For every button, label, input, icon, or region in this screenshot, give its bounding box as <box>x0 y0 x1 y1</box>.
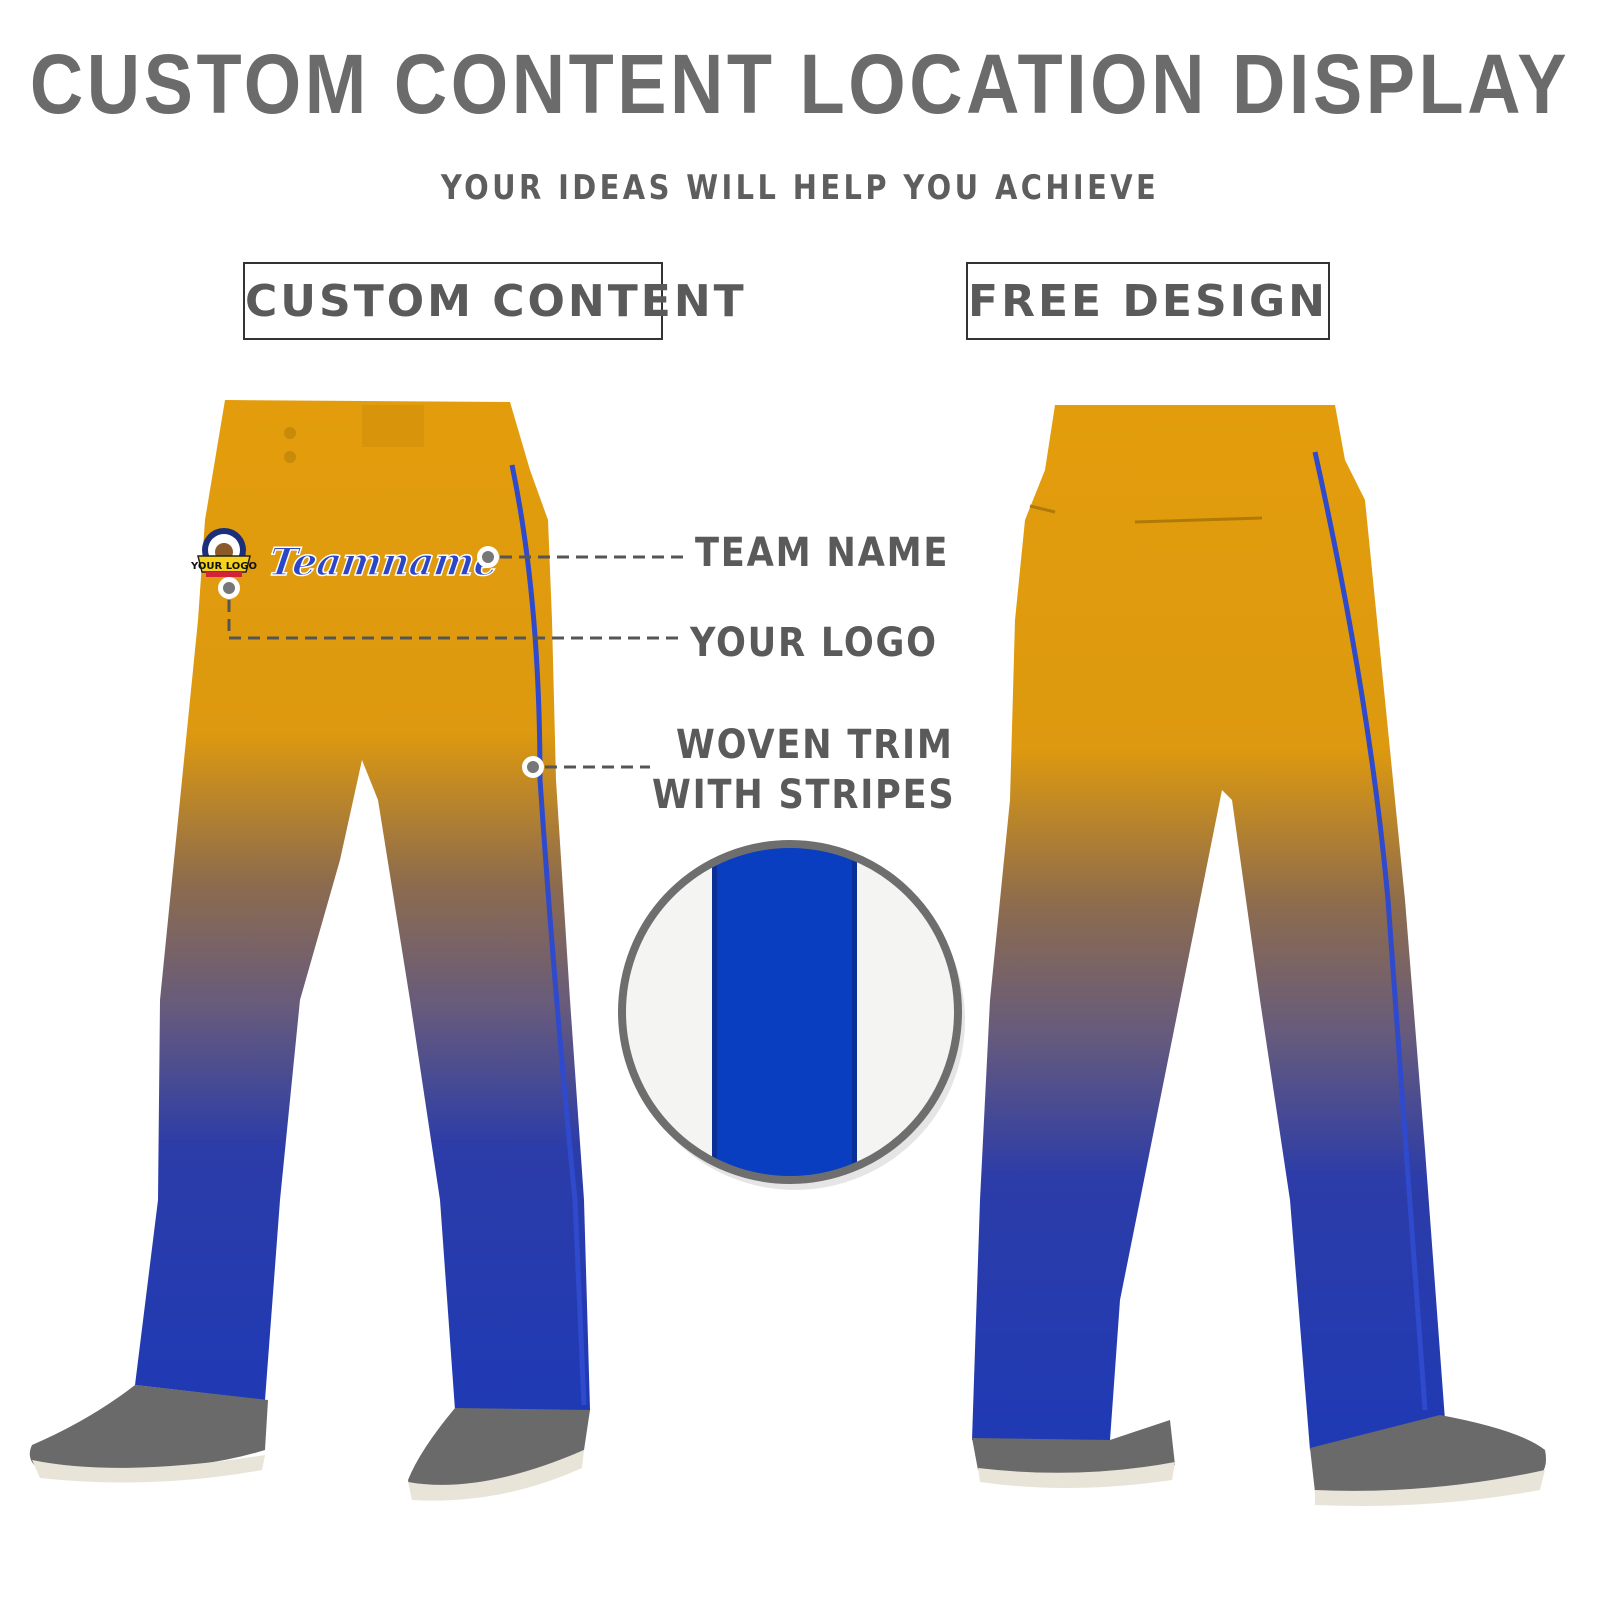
front-pants: YOUR LOGO Teamname <box>29 400 590 1501</box>
marker-dot-icon <box>218 546 544 778</box>
belt-loop <box>362 405 424 447</box>
side-trim-stripe <box>509 464 587 1406</box>
button-icon <box>284 427 296 439</box>
side-pocket <box>1029 504 1056 514</box>
woven-trim-detail <box>618 840 965 1190</box>
shoe <box>1310 1415 1546 1493</box>
shoe <box>972 1420 1175 1474</box>
shoe <box>29 1385 268 1470</box>
team-name-text: Teamname <box>266 540 502 585</box>
side-trim-stripe <box>1312 451 1428 1411</box>
page-title: CUSTOM CONTENT LOCATION DISPLAY <box>29 37 1571 131</box>
your-logo-badge: YOUR LOGO <box>190 528 257 577</box>
callout-lines <box>227 555 685 769</box>
back-pocket <box>1134 516 1263 524</box>
shoe <box>408 1408 590 1495</box>
callout-team-name: TEAM NAME <box>695 530 950 576</box>
callout-your-logo: YOUR LOGO <box>690 620 938 666</box>
custom-content-label: CUSTOM CONTENT <box>243 262 744 340</box>
free-design-label: FREE DESIGN <box>966 262 1330 340</box>
callout-woven-trim-2: WITH STRIPES <box>652 772 956 818</box>
back-pants <box>972 405 1546 1506</box>
button-icon <box>284 451 296 463</box>
page-subtitle: YOUR IDEAS WILL HELP YOU ACHIEVE <box>440 168 1160 208</box>
callout-woven-trim-1: WOVEN TRIM <box>676 722 954 768</box>
svg-text:YOUR LOGO: YOUR LOGO <box>190 561 257 572</box>
